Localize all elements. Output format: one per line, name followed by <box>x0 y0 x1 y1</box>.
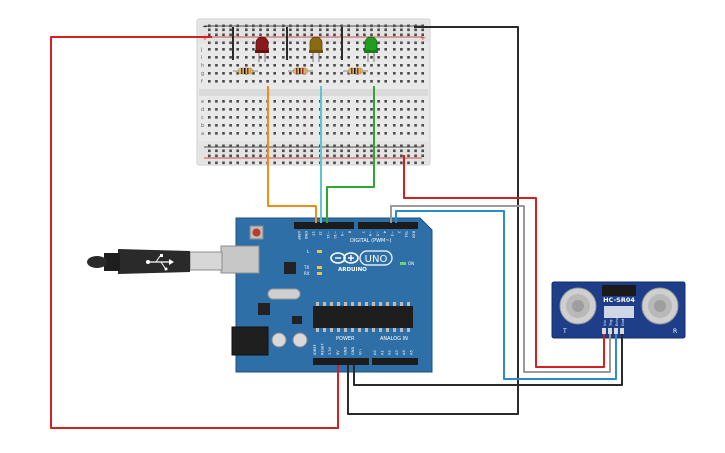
digital-pin-label: ~5 <box>375 231 379 236</box>
resistor-3[interactable] <box>343 67 368 75</box>
analog-pin-label: A3 <box>395 350 399 355</box>
digital-pin-label: ~6 <box>368 231 372 237</box>
digital-pin-label: TX1 <box>404 230 408 238</box>
row-letter: h <box>201 63 204 69</box>
power-pin-label: RESET <box>321 343 325 355</box>
barrel-jack[interactable] <box>231 326 269 356</box>
board-model: UNO <box>365 254 388 265</box>
wire-sensor-vcc[interactable] <box>403 155 605 368</box>
board-brand: ARDUINO <box>338 267 367 273</box>
digital-pin-label: 4 <box>383 231 387 234</box>
analog-pin-label: A1 <box>380 350 384 355</box>
row-letter: f <box>201 79 203 85</box>
digital-pin-label: 7 <box>361 231 365 233</box>
digital-pin-label: ~10 <box>333 231 337 239</box>
resistor-1[interactable] <box>233 67 258 75</box>
digital-pin-label: ~9 <box>340 231 344 237</box>
row-letter: e <box>201 99 204 105</box>
row-letter: j <box>200 47 202 53</box>
sensor-model: HC-SR04 <box>603 296 635 304</box>
arduino-uno[interactable]: UNO ARDUINO DIGITAL (PWM~) POWER ANALOG … <box>235 217 433 373</box>
sensor-pin-label: Gnd <box>621 319 625 326</box>
power-pin-label: IOREF <box>313 344 317 355</box>
power-header-label: POWER <box>336 336 355 342</box>
power-pin-label: 3.3V <box>328 346 332 355</box>
digital-pin-label: RX0 <box>411 231 415 239</box>
digital-pin-label: AREF <box>297 231 301 240</box>
usb-icon <box>146 254 174 271</box>
analog-pin-label: A2 <box>388 350 392 355</box>
row-letter: c <box>201 115 204 121</box>
wire-sensor-echo[interactable] <box>395 210 617 380</box>
sensor-pin-label: Echo <box>615 317 619 326</box>
row-letter: i <box>201 55 202 61</box>
rail-minus-label: − <box>202 23 208 31</box>
l-label: L <box>307 249 310 254</box>
sensor-pin-label: Trig <box>609 320 613 327</box>
analog-pin-label: A5 <box>410 350 414 355</box>
wire-led-green-signal[interactable] <box>326 86 375 223</box>
analog-header-label: ANALOG IN <box>380 336 408 342</box>
yellow-led[interactable] <box>309 36 323 62</box>
analog-pin-label: A4 <box>402 350 406 355</box>
resistor-2[interactable] <box>288 67 313 75</box>
row-letter: a <box>201 131 204 137</box>
green-led[interactable] <box>364 36 378 62</box>
digital-pin-label: ~11 <box>326 231 330 239</box>
wire-5v-to-breadboard[interactable] <box>50 36 339 429</box>
power-pin-label: GND <box>351 347 355 355</box>
wire-led-red-signal[interactable] <box>267 86 317 223</box>
digital-pin-label: 2 <box>397 231 401 233</box>
row-letter: g <box>201 71 204 77</box>
usb-connector[interactable] <box>87 245 260 274</box>
sensor-t-mark: T <box>562 328 567 335</box>
rail-plus-label-right: + <box>420 34 426 42</box>
digital-pin-label: 13 <box>311 231 315 236</box>
on-label: ON <box>408 261 414 266</box>
power-pin-label: Vin <box>359 349 363 355</box>
wire-breadboard-ground[interactable] <box>347 26 519 415</box>
atmega-pins <box>316 302 410 332</box>
arduino-logo-icon <box>330 252 359 264</box>
sensor-pin-label: Vcc <box>603 320 607 326</box>
row-letter: b <box>201 123 204 129</box>
digital-pin-label: 8 <box>347 231 351 234</box>
digital-header-label: DIGITAL (PWM~) <box>350 238 392 244</box>
row-letter: d <box>201 107 204 113</box>
sensor-r-mark: R <box>673 328 677 335</box>
power-pin-label: GND <box>343 347 347 355</box>
red-led[interactable] <box>255 36 269 62</box>
digital-pin-label: 12 <box>319 231 323 236</box>
rx-label: RX <box>304 271 310 276</box>
analog-pin-label: A0 <box>373 350 377 355</box>
wire-sensor-gnd[interactable] <box>353 334 623 386</box>
tx-label: TX <box>303 265 309 270</box>
wire-sensor-trig[interactable] <box>390 205 611 373</box>
digital-pin-label: GND <box>304 231 308 239</box>
power-pin-label: 5V <box>336 350 340 355</box>
digital-pin-label: ~3 <box>390 231 394 236</box>
